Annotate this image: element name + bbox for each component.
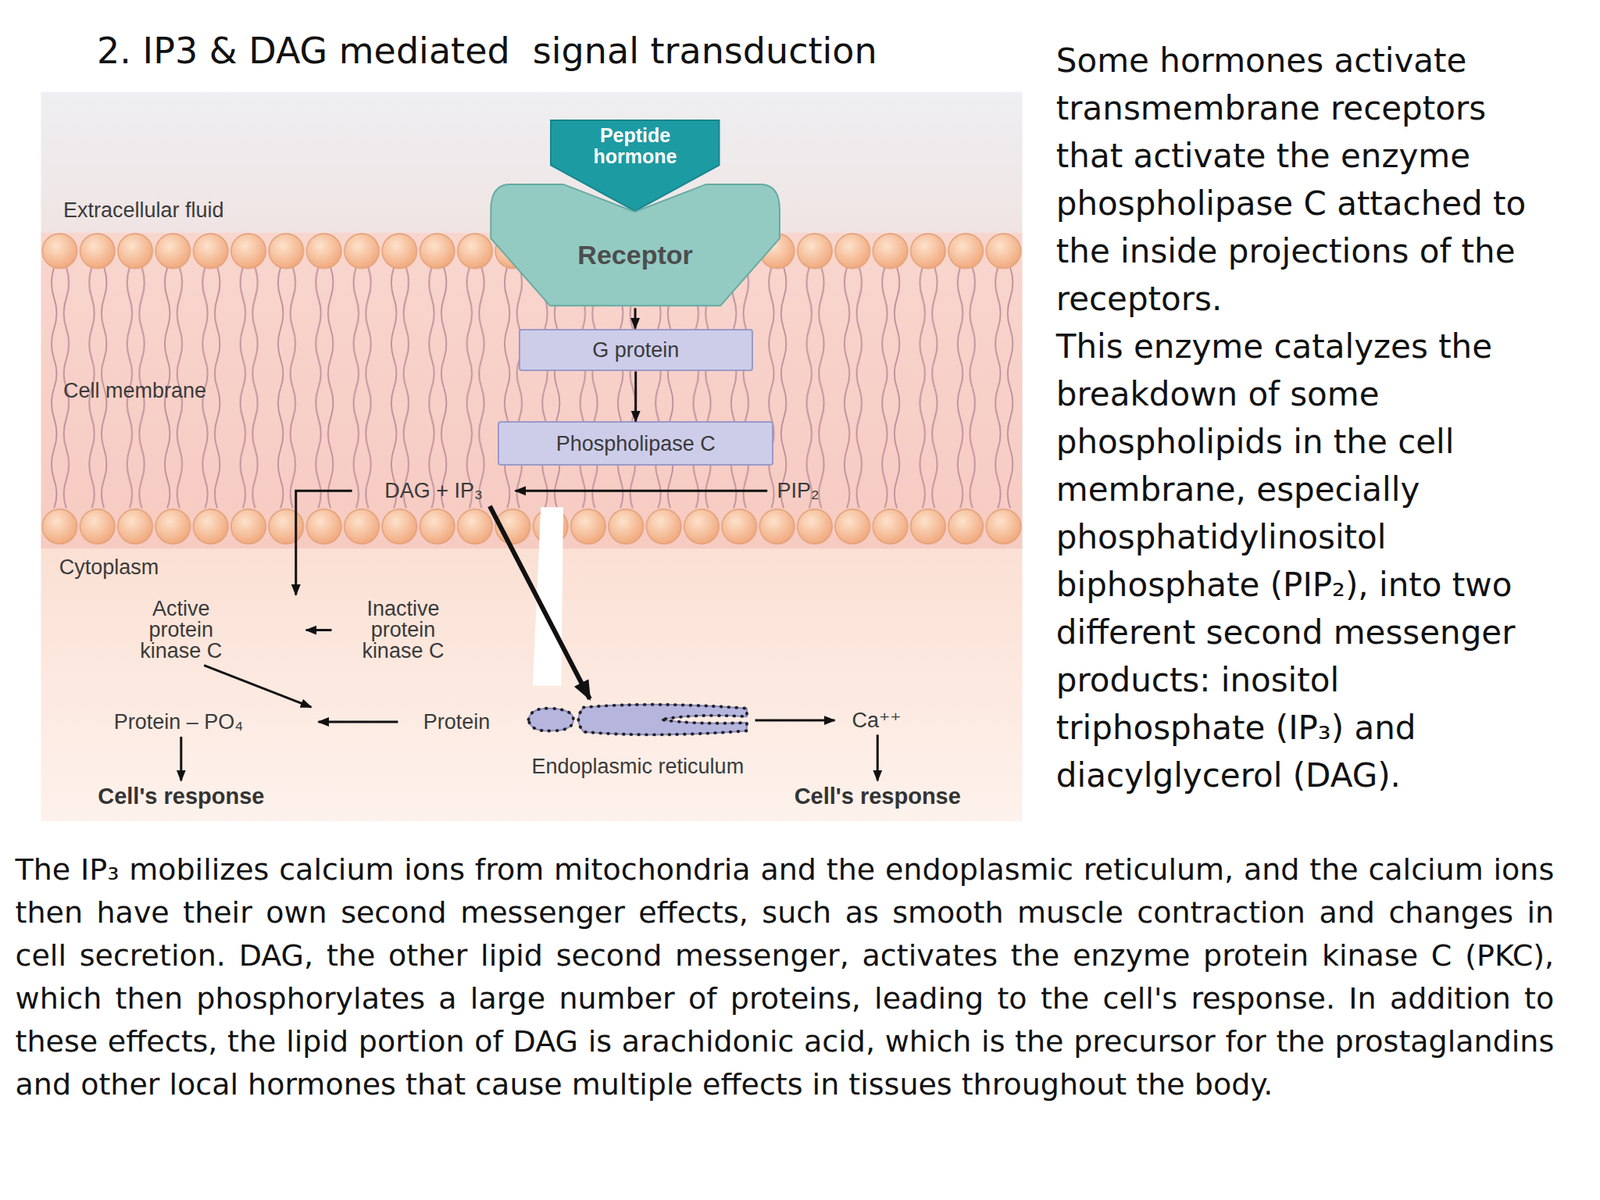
kinase-node: Active protein kinase C: [107, 594, 307, 665]
protein-node-text: Protein – PO₄: [114, 711, 244, 733]
lipid-heads: [40, 506, 1022, 547]
protein-node-text: Protein: [423, 711, 491, 733]
body-paragraph: The IP₃ mobilizes calcium ions from mito…: [15, 848, 1555, 1107]
arrow-connector: [515, 489, 768, 493]
body-paragraph: This enzyme catalyzes the breakdown of s…: [1056, 322, 1557, 800]
text-column: Some hormones activate transmembrane rec…: [1056, 36, 1557, 800]
response-node: Cell's response: [50, 780, 311, 811]
cytoplasm-region: [40, 549, 1022, 822]
ion-node-text: Ca⁺⁺: [851, 710, 901, 732]
kinase-node-text: Active protein kinase C: [118, 598, 243, 662]
arrow-connector: [876, 734, 879, 781]
arrow-connector: [203, 665, 311, 708]
response-node-text: Cell's response: [794, 783, 961, 809]
arrow-connector: [296, 490, 353, 595]
g-protein-box: G protein: [518, 328, 754, 372]
cell-illustration: [40, 92, 1022, 822]
arrow-connector: [318, 721, 399, 724]
receptor-shape-path: [490, 184, 780, 306]
organelle-shape-path: [578, 704, 748, 736]
lipid-tails: [40, 387, 1022, 508]
response-node-text: Cell's response: [97, 783, 265, 809]
organelle-shape-path: [528, 707, 574, 731]
substrate-node-text: PIP₂: [776, 480, 819, 502]
organelle-shape: Endoplasmic reticulum: [520, 699, 755, 779]
arrow-connector: [306, 628, 333, 632]
region-label: Cell membrane: [63, 378, 207, 404]
kinase-node: Inactive protein kinase C: [331, 594, 475, 665]
ribosome-dots: [578, 704, 748, 736]
region-label: Extracellular fluid: [63, 197, 225, 223]
region-label: Cytoplasm: [59, 554, 160, 580]
ribosome-dots: [528, 707, 574, 731]
kinase-node-text: Inactive protein kinase C: [340, 598, 465, 662]
protein-node: Protein – PO₄: [71, 707, 318, 737]
substrate-node: PIP₂: [767, 475, 829, 507]
arrow-connector: [634, 371, 637, 422]
organelle-shape-outline: [520, 699, 755, 740]
ion-node: Ca⁺⁺: [834, 707, 918, 735]
organelle-shape-text: Endoplasmic reticulum: [532, 755, 745, 778]
messenger-node-text: DAG + IP₃: [384, 480, 483, 502]
white-bar: [532, 507, 564, 686]
g-protein-box-text: G protein: [592, 338, 679, 362]
protein-node: Protein: [397, 707, 515, 737]
enzyme-box: Phospholipase C: [497, 421, 774, 465]
enzyme-box-text: Phospholipase C: [556, 432, 716, 456]
response-node: Cell's response: [750, 780, 1006, 811]
slide-title: 2. IP3 & DAG mediated signal transductio…: [96, 29, 878, 73]
receptor-shape-text: Receptor: [577, 239, 693, 271]
hormone-shape-text: Peptide hormone: [571, 125, 699, 168]
arrow-connector: [489, 506, 590, 700]
arrow-connector: [179, 736, 183, 781]
receptor-shape: Receptor: [489, 181, 781, 308]
arrow-connector: [634, 307, 637, 329]
body-paragraph: Some hormones activate transmembrane rec…: [1056, 36, 1557, 323]
arrow-connector: [755, 719, 836, 722]
messenger-node: DAG + IP₃: [352, 475, 516, 507]
